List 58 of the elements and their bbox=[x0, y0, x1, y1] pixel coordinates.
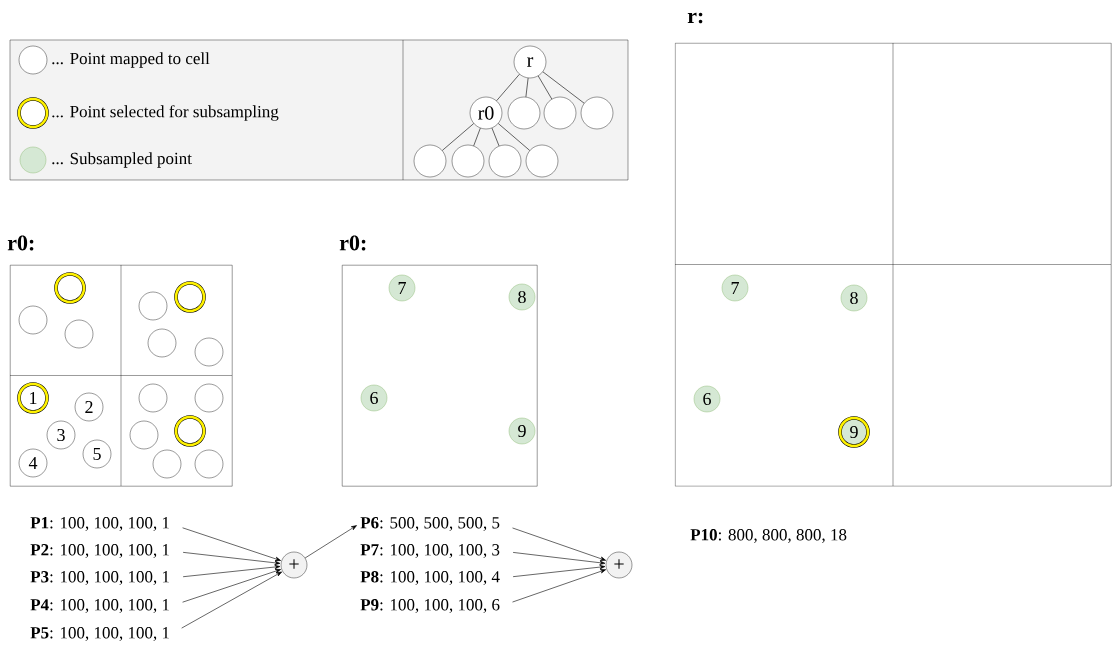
tree-line bbox=[498, 123, 530, 151]
arrow bbox=[182, 569, 281, 603]
arrow bbox=[304, 525, 357, 559]
legend-label: ... Point selected for subsampling bbox=[52, 105, 279, 121]
tree-node bbox=[413, 144, 447, 178]
selected-point-circle bbox=[174, 281, 206, 313]
point-record: P5: 100, 100, 100, 1 bbox=[30, 627, 169, 641]
point-record: P9: 100, 100, 100, 6 bbox=[360, 599, 500, 613]
tree-line bbox=[537, 75, 553, 100]
selected-point-circle bbox=[174, 415, 206, 447]
point-record: P2: 100, 100, 100, 1 bbox=[30, 544, 169, 558]
point-record: P6: 500, 500, 500, 5 bbox=[360, 517, 500, 531]
point-circle bbox=[129, 420, 159, 450]
point-circle bbox=[138, 383, 168, 413]
legend-label: ... Point mapped to cell bbox=[52, 52, 210, 68]
tree-node bbox=[451, 144, 485, 178]
tree-line bbox=[473, 127, 481, 147]
arrow bbox=[182, 564, 281, 578]
point-circle bbox=[194, 337, 224, 367]
point-circle bbox=[152, 449, 182, 479]
point-circle bbox=[194, 383, 224, 413]
tree-node bbox=[543, 96, 577, 130]
panel-heading: r0: bbox=[7, 235, 34, 251]
arrow bbox=[512, 552, 606, 565]
tree-node bbox=[580, 96, 614, 130]
arrow bbox=[181, 571, 283, 629]
point-circle bbox=[147, 328, 177, 358]
point-record: P1: 100, 100, 100, 1 bbox=[30, 517, 169, 531]
point-circle bbox=[18, 305, 48, 335]
point-record: P4: 100, 100, 100, 1 bbox=[30, 599, 169, 613]
point-record: P10: 800, 800, 800, 18 bbox=[690, 529, 847, 543]
sum-node: + bbox=[605, 551, 633, 579]
panel-heading: r: bbox=[687, 12, 703, 24]
panel-heading: r0: bbox=[339, 235, 366, 251]
point-circle bbox=[64, 319, 94, 349]
selected-point-circle bbox=[54, 272, 86, 304]
tree-node bbox=[488, 144, 522, 178]
tree-line bbox=[525, 77, 529, 98]
arrow bbox=[512, 527, 606, 561]
arrow bbox=[182, 552, 281, 565]
tree-line bbox=[491, 127, 500, 147]
sum-node: + bbox=[280, 551, 308, 579]
legend-label: ... Subsampled point bbox=[52, 152, 192, 168]
tree-node: r0 bbox=[469, 96, 503, 130]
tree-node bbox=[525, 144, 559, 178]
tree-line bbox=[442, 123, 474, 151]
point-record: P3: 100, 100, 100, 1 bbox=[30, 571, 169, 585]
point-circle bbox=[194, 449, 224, 479]
arrow bbox=[512, 569, 606, 603]
tree-line bbox=[496, 73, 520, 102]
tree-line bbox=[542, 71, 585, 104]
tree-node bbox=[507, 96, 541, 130]
point-circle bbox=[138, 291, 168, 321]
arrow bbox=[512, 565, 606, 577]
arrow bbox=[182, 527, 281, 561]
tree-node: r bbox=[513, 45, 547, 79]
point-record: P7: 100, 100, 100, 3 bbox=[360, 544, 500, 558]
point-record: P8: 100, 100, 100, 4 bbox=[360, 571, 500, 585]
